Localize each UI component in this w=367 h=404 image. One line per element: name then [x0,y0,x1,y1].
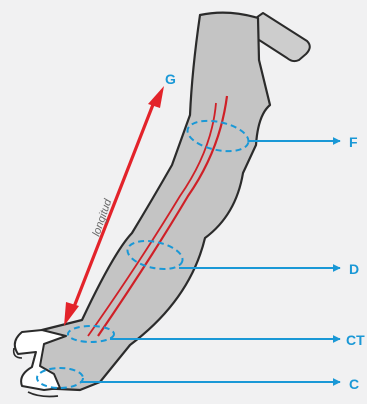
length-label: G [165,71,176,87]
label-d: D [349,261,359,277]
label-ct: CT [346,332,365,348]
arrow-word-label: longitud [90,197,114,238]
label-c: C [349,376,359,392]
label-f: F [349,134,358,150]
top-strap [253,13,310,61]
